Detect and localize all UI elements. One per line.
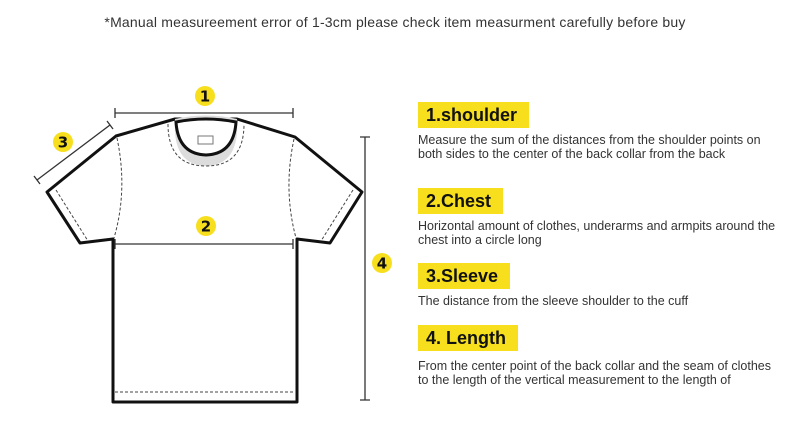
neck-label: [197, 135, 214, 145]
section-description: Horizontal amount of clothes, underarms …: [418, 219, 776, 247]
right-sleeve-seam: [288, 138, 297, 239]
section-description: The distance from the sleeve shoulder to…: [418, 294, 689, 308]
section-sleeve: 3.Sleeve The distance from the sleeve sh…: [418, 263, 778, 308]
chest-measure-line: [114, 239, 294, 249]
section-title: 3.Sleeve: [418, 263, 511, 289]
section-chest: 2.Chest Horizontal amount of clothes, un…: [418, 188, 778, 247]
section-description: From the center point of the back collar…: [418, 359, 771, 387]
section-description: Measure the sum of the distances from th…: [418, 133, 761, 161]
measurement-error-note: *Manual measureement error of 1-3cm plea…: [104, 14, 686, 30]
section-title: 2.Chest: [418, 188, 504, 214]
svg-text:4: 4: [377, 255, 387, 273]
marker-3: 3: [53, 132, 73, 152]
svg-text:3: 3: [58, 134, 68, 152]
section-shoulder: 1.shoulder Measure the sum of the distan…: [418, 102, 778, 161]
svg-text:1: 1: [200, 88, 210, 106]
left-cuff-stitch: [55, 189, 89, 242]
svg-text:2: 2: [201, 218, 211, 236]
marker-4: 4: [372, 253, 392, 273]
length-measure-line: [360, 136, 370, 401]
marker-1: 1: [195, 86, 215, 106]
left-sleeve-seam: [113, 137, 123, 239]
section-title: 4. Length: [418, 325, 518, 351]
section-length: 4. Length From the center point of the b…: [418, 325, 778, 387]
shoulder-measure-line: [114, 108, 294, 118]
sleeve-measure-line: [33, 120, 114, 185]
section-title: 1.shoulder: [418, 102, 530, 128]
collar-stitch: [167, 123, 245, 167]
tshirt-outline: [45, 117, 364, 404]
right-cuff-stitch: [320, 189, 354, 242]
marker-2: 2: [196, 216, 216, 236]
